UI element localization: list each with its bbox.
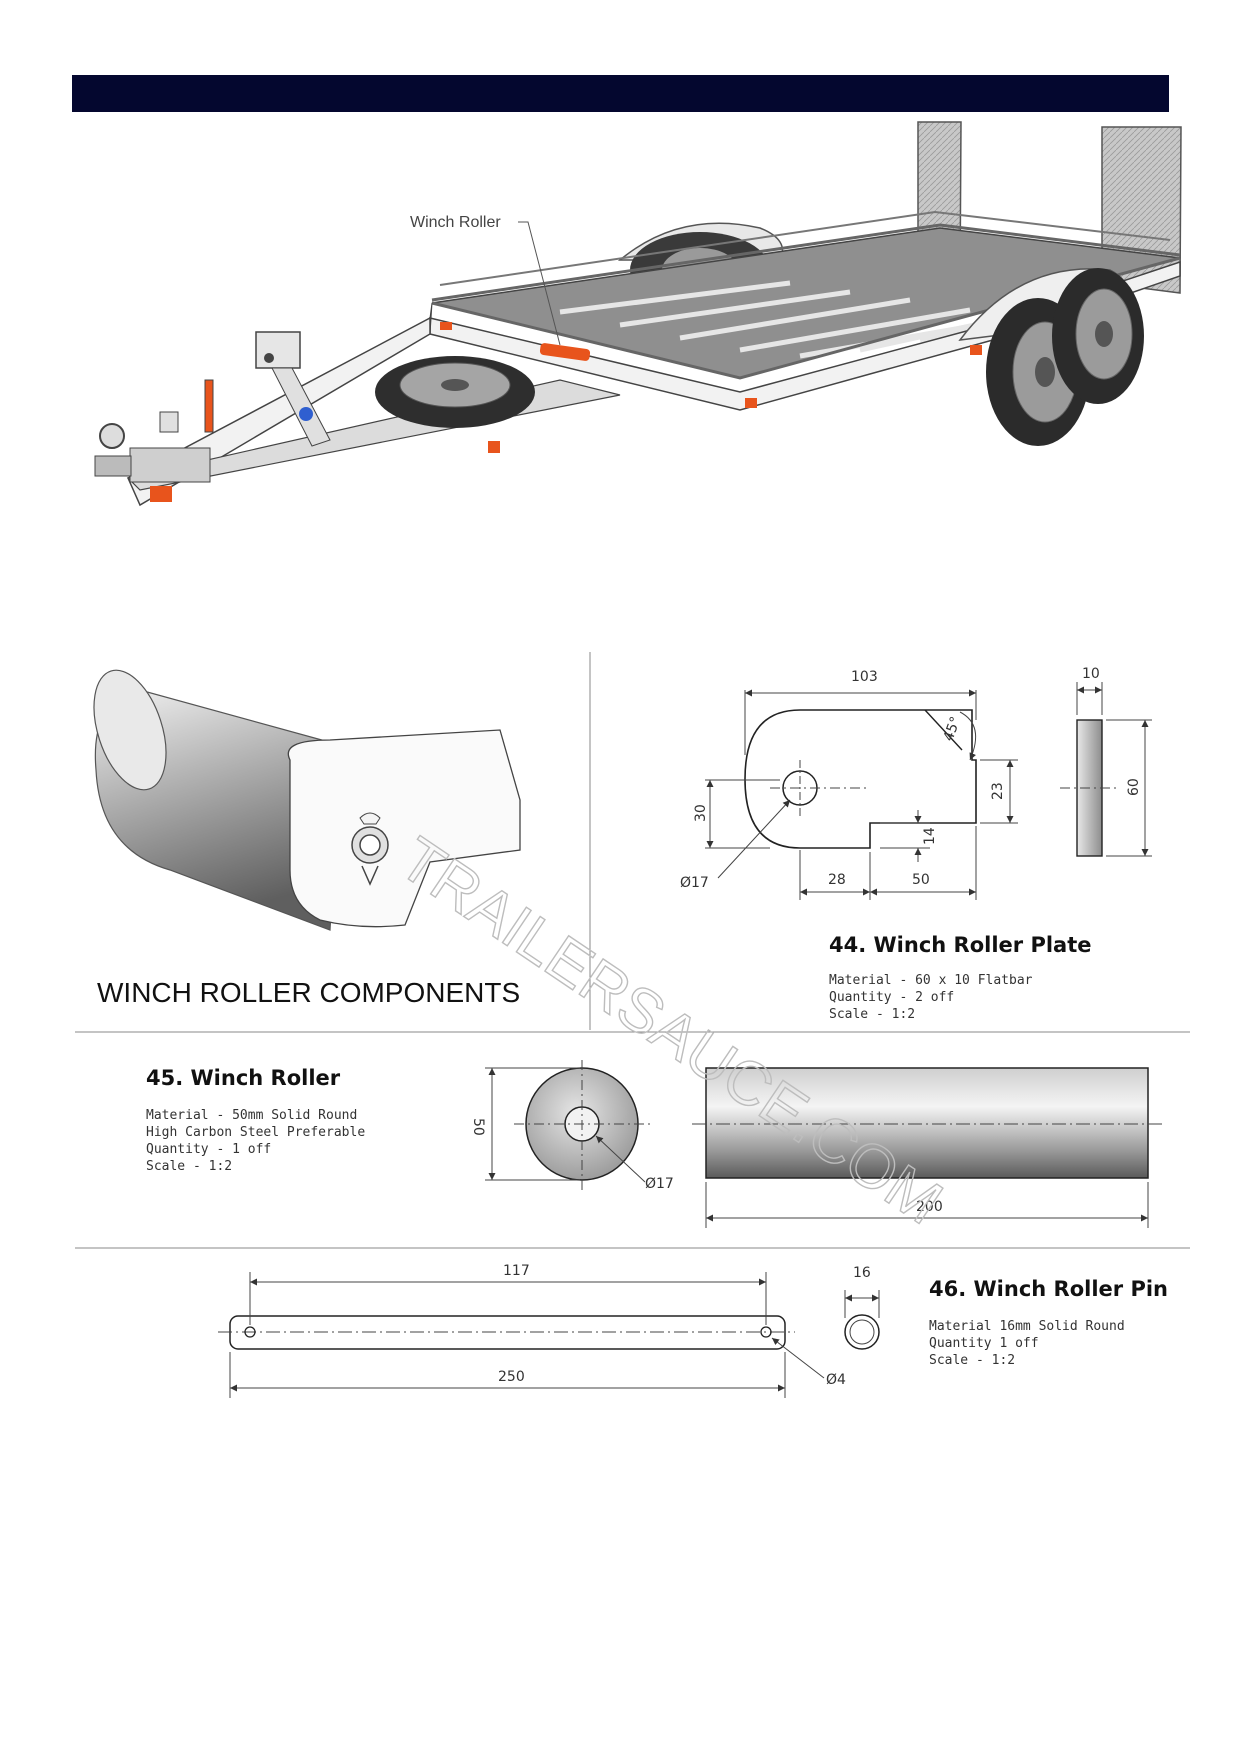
dim-plate-height-left: 30 [693,804,709,822]
dim-pin-length: 250 [498,1369,525,1385]
dim-plate-hole-offset: 28 [828,872,846,888]
roller-drawing: 50 Ø17 200 [470,1060,1162,1228]
plate-title: 44. Winch Roller Plate [829,933,1091,957]
roller-scale: Scale - 1:2 [146,1159,232,1174]
roller-material2: High Carbon Steel Preferable [146,1125,365,1140]
plate-quantity: Quantity - 2 off [829,990,954,1005]
dim-plate-notch-w: 50 [912,872,930,888]
dim-pin-hole: Ø4 [826,1372,846,1388]
component-3d-view [93,669,521,931]
dim-roller-diameter: 50 [470,1118,486,1136]
roller-title: 45. Winch Roller [146,1066,341,1090]
plate-drawing: 103 45° 23 30 14 Ø17 28 50 [680,666,1152,900]
roller-quantity: Quantity - 1 off [146,1142,271,1157]
header-bar [72,75,1169,112]
dim-plate-width: 103 [851,669,878,685]
coupling [94,379,214,483]
pin-drawing: 117 250 Ø4 16 [218,1263,880,1398]
side-frame [429,260,1181,411]
winch-roller-highlight [539,343,591,361]
plate-scale: Scale - 1:2 [829,1007,915,1022]
plate-material: Material - 60 x 10 Flatbar [829,973,1033,988]
pin-quantity: Quantity 1 off [929,1336,1039,1351]
pin-title: 46. Winch Roller Pin [929,1277,1168,1301]
winch-roller-callout: Winch Roller [410,214,501,231]
dim-plate-notch-h: 23 [990,782,1006,800]
dim-roller-bore: Ø17 [645,1176,674,1192]
dim-plate-height: 60 [1126,778,1142,796]
pin-material: Material 16mm Solid Round [929,1319,1125,1334]
dim-pin-diameter: 16 [853,1265,871,1281]
dim-roller-length: 200 [916,1199,943,1215]
pin-scale: Scale - 1:2 [929,1353,1015,1368]
dim-pin-hole-spacing: 117 [503,1263,530,1279]
dim-plate-angle: 45° [941,715,965,744]
dim-plate-thickness: 10 [1082,666,1100,682]
dim-plate-step: 14 [922,827,938,845]
components-title: WINCH ROLLER COMPONENTS [97,977,520,1008]
trailer-illustration: Winch Roller [94,121,1182,507]
jockey-stand [255,331,331,447]
dim-plate-hole: Ø17 [680,875,709,891]
roller-material: Material - 50mm Solid Round [146,1108,357,1123]
